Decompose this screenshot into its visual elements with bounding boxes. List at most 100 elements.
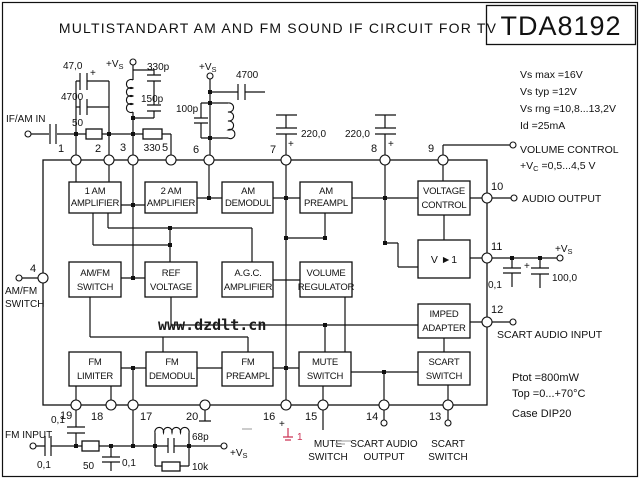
vs-label: +VS — [230, 448, 248, 460]
block-label: PREAMPL — [304, 198, 348, 209]
block-label: AMPLIFIER — [71, 198, 120, 209]
scart-audio-output-label: SCART AUDIO — [350, 439, 418, 450]
vs-base: +V — [230, 448, 243, 459]
vc-base: +V — [520, 160, 533, 172]
spec-vs-max: Vs max =16V — [520, 69, 583, 81]
block-label: REGULATOR — [298, 282, 355, 293]
pin-16 — [280, 399, 292, 411]
block-label: 1 AM — [85, 186, 106, 197]
cap-value: 47,0 — [63, 61, 83, 72]
terminal-scart-switch — [444, 419, 452, 427]
block-label: ADAPTER — [422, 323, 466, 334]
block-am-preampl — [299, 181, 353, 214]
pin-number: 6 — [193, 144, 199, 156]
block-agc-amplifier — [221, 261, 274, 298]
block-label: AMPLIFIER — [147, 198, 196, 209]
pin-number: 7 — [270, 144, 276, 156]
block-label: VOLTAGE — [150, 282, 192, 293]
vs-sub: S — [243, 451, 248, 460]
vs-base: +V — [199, 62, 212, 73]
block-label: V ►1 — [431, 254, 457, 266]
terminal-am-fm-switch — [15, 274, 23, 282]
part-number: TDA8192 — [500, 11, 621, 41]
terminal-audio-output — [510, 194, 518, 202]
resistor — [85, 128, 103, 140]
pin-number: 12 — [491, 304, 503, 316]
mute-switch-label: SWITCH — [308, 452, 347, 463]
block-label: AM — [319, 186, 333, 197]
pin-number: 17 — [140, 411, 152, 423]
spec-vs-typ: Vs typ =12V — [520, 86, 577, 98]
cap-value: 4700 — [236, 70, 259, 81]
block-label: IMPED — [429, 309, 458, 320]
pin-number: 15 — [305, 411, 317, 423]
terminal-vs — [129, 58, 137, 66]
block-am-demodul — [221, 181, 274, 214]
vs-sub: S — [568, 247, 573, 256]
terminal-fm-input — [29, 442, 37, 450]
watermark-smudge — [242, 428, 351, 445]
pin-number: 9 — [428, 143, 434, 155]
block-voltage-follower — [417, 239, 471, 279]
block-label: FM — [241, 357, 255, 368]
volume-control-label: VOLUME CONTROL — [520, 144, 619, 156]
block-label: 2 AM — [161, 186, 182, 197]
vc-sub: C — [533, 164, 539, 173]
spec-case: Case DIP20 — [512, 408, 571, 420]
pin-number: 4 — [30, 263, 36, 275]
pin-number: 3 — [120, 142, 126, 154]
polarity-plus: + — [288, 139, 294, 150]
block-label: VOLUME — [307, 268, 346, 279]
block-fm-demodul — [145, 351, 198, 387]
terminal-scart-audio-output — [380, 419, 388, 427]
block-label: PREAMPL — [226, 371, 270, 382]
res-value: 50 — [83, 461, 95, 472]
block-label: SWITCH — [426, 371, 463, 382]
cap-value: 0,1 — [122, 458, 136, 469]
pin-14 — [378, 399, 390, 411]
scart-audio-input-label: SCART AUDIO INPUT — [497, 329, 603, 341]
am-fm-switch-label: AM/FM — [5, 286, 37, 297]
res-value: 330 — [144, 143, 161, 154]
pin-9 — [437, 154, 449, 166]
terminal-vs — [220, 442, 228, 450]
vs-label: +VS — [555, 244, 573, 256]
cap-value: 150p — [141, 94, 164, 105]
pin-6 — [203, 154, 215, 166]
scart-switch-label: SWITCH — [428, 452, 467, 463]
block-label: DEMODUL — [225, 198, 271, 209]
cap-value: 68p — [192, 432, 209, 443]
block-2-am-amplifier — [144, 181, 198, 214]
vc-range-label: +VC =0,5...4,5 V — [520, 160, 595, 173]
pin-3 — [127, 154, 139, 166]
spec-top: Top =0...+70°C — [512, 388, 586, 400]
pin-number: 2 — [95, 143, 101, 155]
vs-label: +VS — [106, 59, 124, 71]
polarity-plus: + — [388, 139, 394, 150]
pin-11 — [481, 252, 493, 264]
block-label: DEMODUL — [149, 371, 195, 382]
pin-19 — [70, 399, 82, 411]
block-label: REF — [162, 268, 181, 279]
terminal-vs — [556, 254, 564, 262]
block-ref-voltage — [144, 261, 198, 298]
terminal-if-am-in — [24, 130, 32, 138]
vs-sub: S — [212, 65, 217, 74]
pin-number: 20 — [186, 411, 198, 423]
pin-2 — [103, 154, 115, 166]
spec-ptot: Ptot =800mW — [512, 372, 580, 384]
block-label: VOLTAGE — [423, 186, 465, 197]
block-volume-regulator — [299, 261, 353, 298]
scart-audio-output-label: OUTPUT — [363, 452, 404, 463]
pin-18 — [105, 399, 117, 411]
cap-value: 4700 — [61, 92, 84, 103]
res-value: 50 — [72, 118, 84, 129]
pin-number: 1 — [58, 143, 64, 155]
block-label: FM — [88, 357, 102, 368]
pin-17 — [127, 399, 139, 411]
block-label: LIMITER — [77, 371, 113, 382]
am-fm-switch-label: SWITCH — [5, 299, 44, 310]
block-fm-preampl — [221, 351, 274, 387]
pin-number: 5 — [162, 142, 168, 154]
